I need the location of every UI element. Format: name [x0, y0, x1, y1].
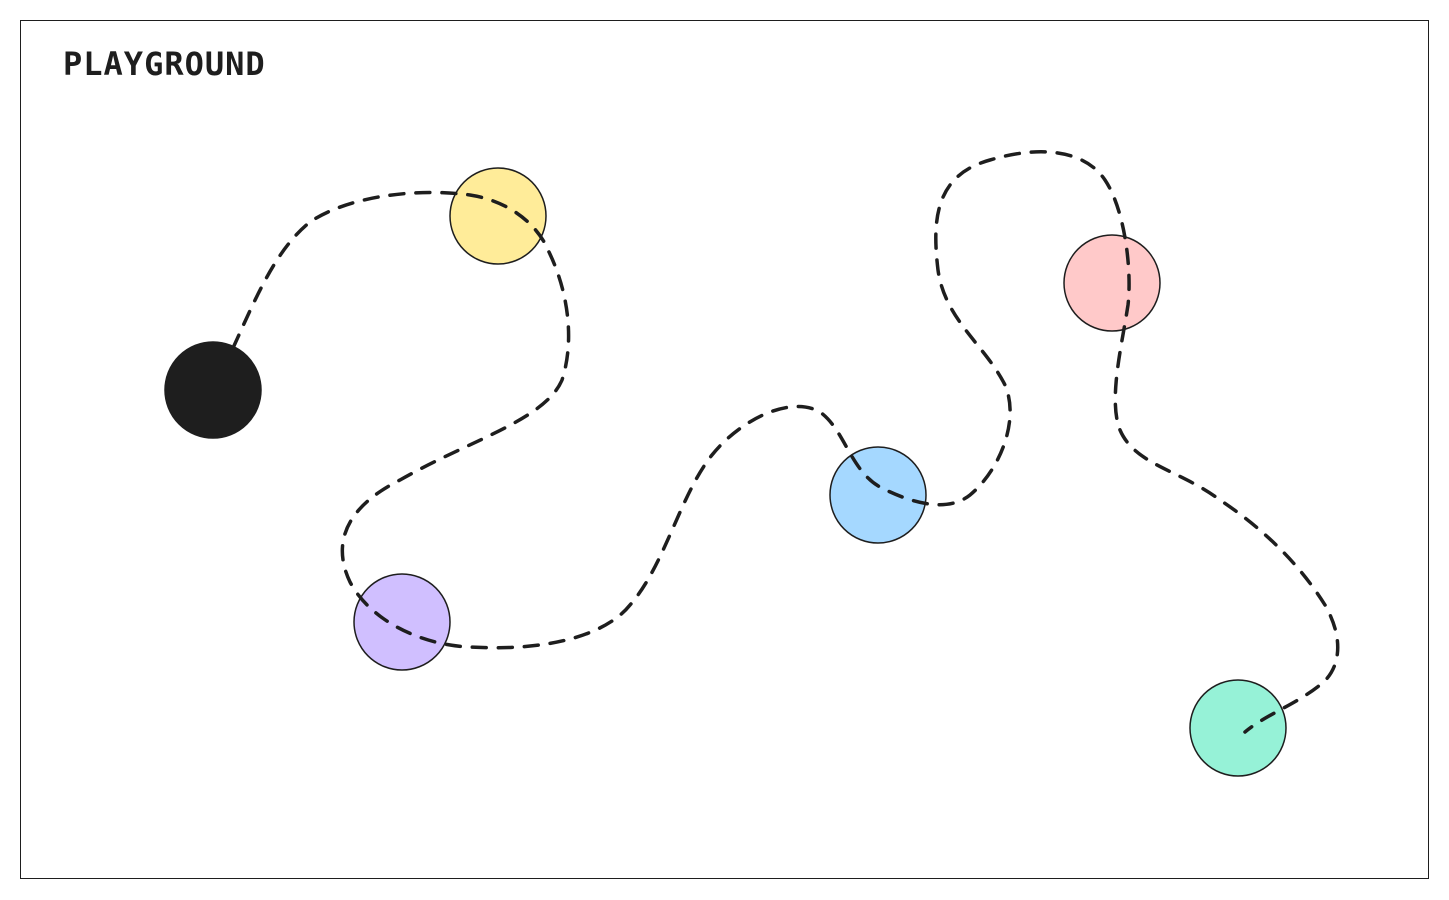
node-green[interactable]: [1189, 679, 1287, 777]
node-purple[interactable]: [353, 573, 451, 671]
node-blue[interactable]: [829, 446, 927, 544]
node-yellow[interactable]: [449, 167, 547, 265]
node-pink[interactable]: [1063, 234, 1161, 332]
node-start[interactable]: [164, 341, 262, 439]
playground-frame[interactable]: [20, 20, 1429, 879]
frame-title: PLAYGROUND: [63, 45, 266, 83]
dashed-path[interactable]: [231, 150, 1340, 734]
